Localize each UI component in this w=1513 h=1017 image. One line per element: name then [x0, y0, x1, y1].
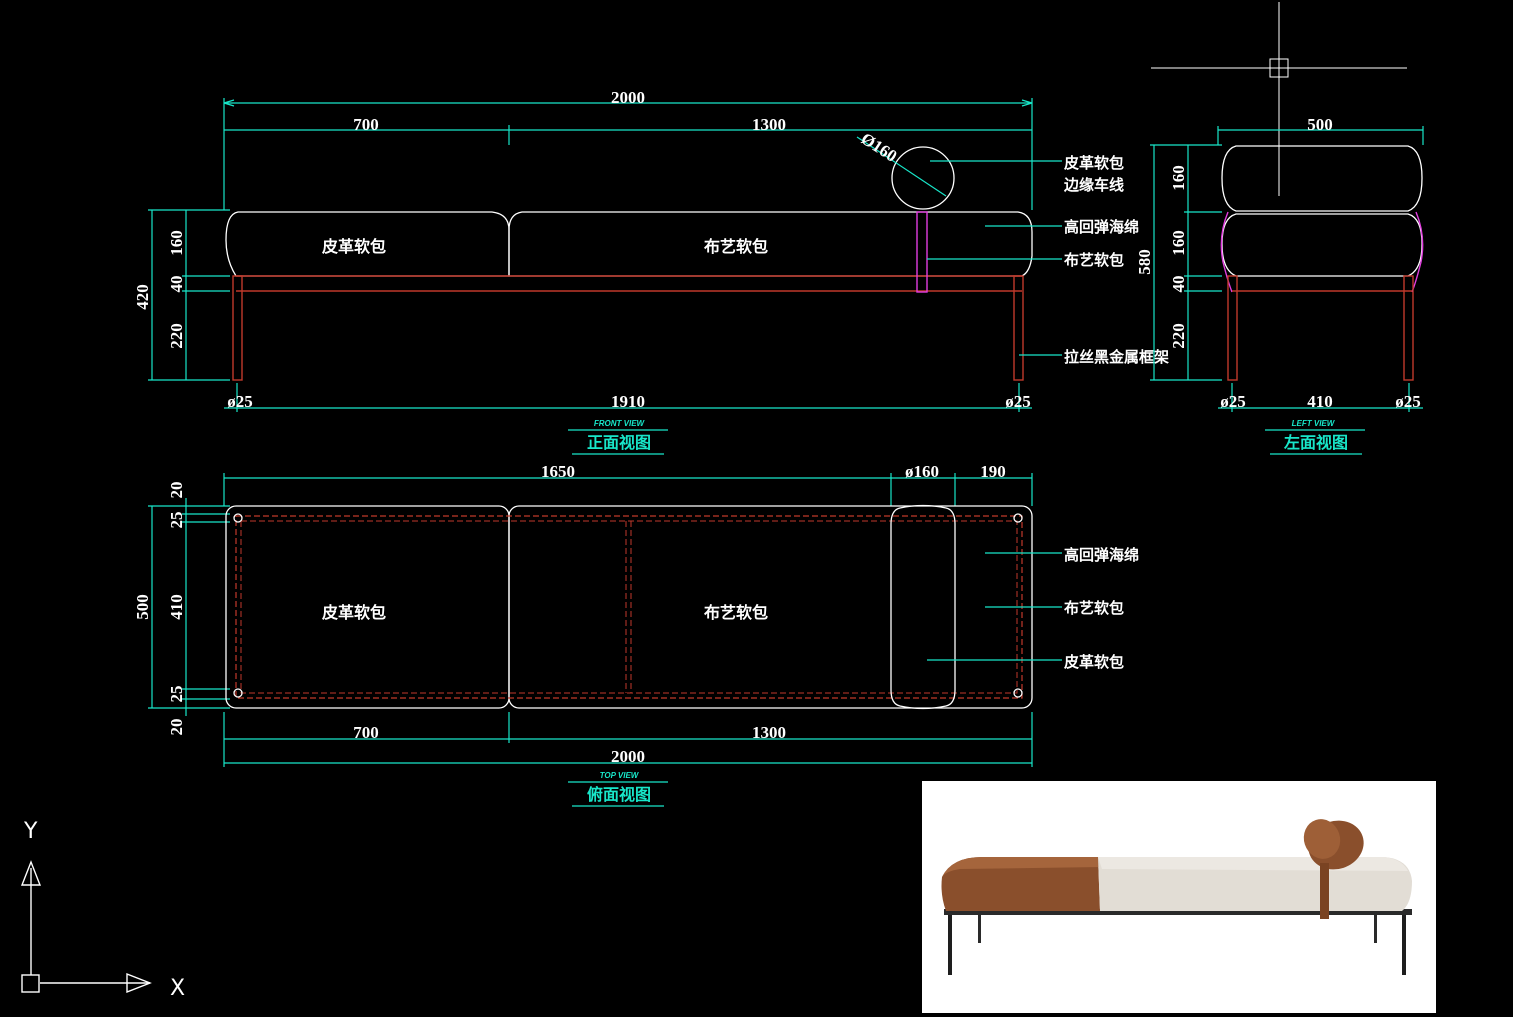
ucs-y-label: Y	[23, 819, 38, 844]
product-photo	[922, 781, 1436, 1013]
ucs-x-label: X	[170, 976, 185, 1001]
left-view: 500 580 160 160 40 220 ø25 410 ø25 LEFT …	[1135, 2, 1424, 455]
side-leg-right	[1403, 275, 1414, 381]
top-view: 1650 ø160 190 500 20 25 410 25 20 皮革软包 布…	[133, 462, 1139, 807]
dim-top-bolster-160: ø160	[905, 462, 939, 481]
top-callout-fabric: 布艺软包	[1064, 599, 1124, 617]
left-view-subtitle: LEFT VIEW	[1292, 419, 1336, 428]
dim-width-500: 500	[1307, 115, 1333, 134]
dim-side-leg-left: ø25	[1220, 392, 1246, 411]
ucs-icon: Y X	[20, 819, 185, 1001]
dim-frame-40: 40	[167, 276, 186, 293]
front-leather-label: 皮革软包	[321, 237, 386, 256]
dim-top-1650: 1650	[541, 462, 575, 481]
dim-bolster-160-side: 160	[1169, 165, 1188, 191]
dim-overall-2000: 2000	[611, 88, 645, 107]
top-callout-foam: 高回弹海绵	[1064, 546, 1139, 564]
fabric-cushion-front	[508, 211, 1033, 277]
dim-side-leg-span: 410	[1307, 392, 1333, 411]
callout-foam: 高回弹海绵	[1064, 218, 1139, 236]
dim-frame-40-side: 40	[1169, 276, 1188, 293]
strap-front	[916, 211, 928, 293]
dim-top-edge-20: 20	[167, 482, 186, 499]
left-view-title: 左面视图	[1283, 433, 1348, 452]
dim-side-leg-right: ø25	[1395, 392, 1421, 411]
dim-bottom-edge-20: 20	[167, 719, 186, 736]
dim-leg-left-25: ø25	[227, 392, 253, 411]
top-fabric-label: 布艺软包	[704, 603, 768, 622]
dim-height-580: 580	[1135, 249, 1154, 275]
front-view-title: 正面视图	[587, 433, 651, 452]
dim-legs-220-side: 220	[1169, 323, 1188, 349]
callout-metal-frame: 拉丝黑金属框架	[1064, 348, 1169, 366]
front-leg-left	[232, 275, 243, 381]
dim-top-inner-410: 410	[167, 594, 186, 620]
dim-right-1300: 1300	[752, 115, 786, 134]
dim-legs-220: 220	[167, 323, 186, 349]
dim-top-leg-25: 25	[167, 512, 186, 529]
dim-top-depth-500: 500	[133, 594, 152, 620]
callout-leather: 皮革软包	[1064, 154, 1124, 172]
callout-stitch: 边缘车线	[1063, 176, 1124, 194]
front-fabric-label: 布艺软包	[704, 237, 768, 256]
dim-top-1300: 1300	[752, 723, 786, 742]
dim-bottom-leg-25: 25	[167, 686, 186, 703]
crosshair-cursor-icon	[1269, 58, 1289, 78]
top-leather-label: 皮革软包	[321, 603, 386, 622]
bolster-front	[891, 146, 955, 210]
dim-left-700: 700	[353, 115, 379, 134]
dim-cushion-160: 160	[167, 230, 186, 256]
dim-height-420: 420	[133, 284, 152, 310]
front-leg-right	[1013, 275, 1024, 381]
dim-top-700: 700	[353, 723, 379, 742]
front-view: 2000 700 1300 420 160 40 220 皮革软包 布艺软包 Ø…	[133, 88, 1169, 455]
top-view-title: 俯面视图	[587, 785, 651, 804]
top-callout-leather: 皮革软包	[1064, 653, 1124, 671]
leather-cushion-front	[225, 211, 510, 277]
dim-leg-right-25: ø25	[1005, 392, 1031, 411]
dim-leg-span-1910: 1910	[611, 392, 645, 411]
daybed-photo-icon	[922, 781, 1436, 1013]
dim-cushion-160-side: 160	[1169, 230, 1188, 256]
callout-fabric: 布艺软包	[1064, 251, 1124, 269]
bolster-top	[890, 504, 956, 710]
side-leg-left	[1227, 275, 1238, 381]
dim-top-2000: 2000	[611, 747, 645, 766]
front-view-subtitle: FRONT VIEW	[594, 419, 646, 428]
bolster-side	[1221, 145, 1423, 212]
top-view-subtitle: TOP VIEW	[600, 771, 640, 780]
dim-top-190: 190	[980, 462, 1006, 481]
